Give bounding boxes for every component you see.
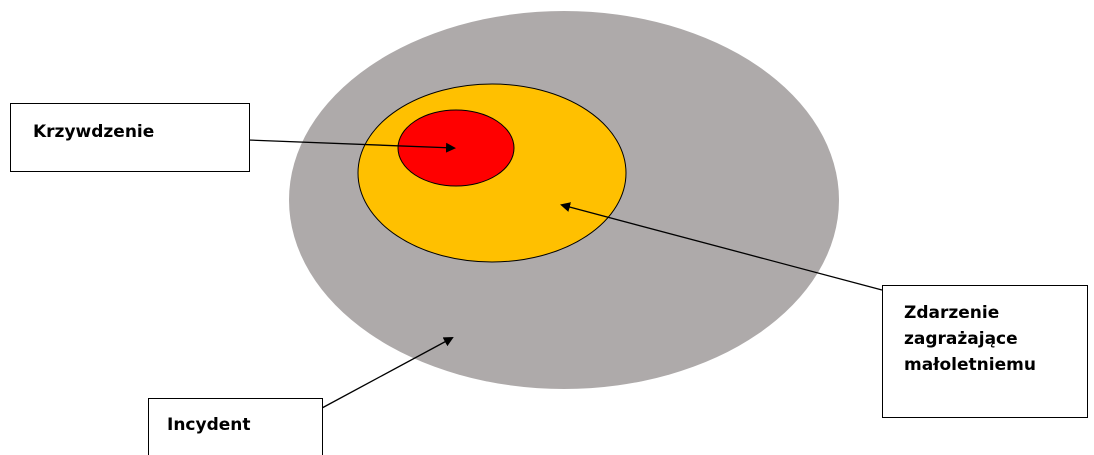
label-incydent: Incydent xyxy=(167,415,251,435)
arrow-krzywdzenie xyxy=(247,139,456,153)
label-zdarzenie-line-1: Zdarzenie xyxy=(904,303,1000,323)
label-box-krzywdzenie: Krzywdzenie xyxy=(10,103,250,172)
arrow-incydent xyxy=(321,337,454,409)
label-zdarzenie-line-3: małoletniemu xyxy=(904,355,1036,375)
inner-ellipse-krzywdzenie xyxy=(397,109,515,187)
label-box-zdarzenie: Zdarzenie zagrażające małoletniemu xyxy=(882,285,1088,418)
label-zdarzenie-line-2: zagrażające xyxy=(904,329,1018,349)
label-krzywdzenie: Krzywdzenie xyxy=(33,122,155,142)
arrow-zdarzenie xyxy=(560,202,883,291)
label-box-incydent: Incydent xyxy=(148,398,323,455)
